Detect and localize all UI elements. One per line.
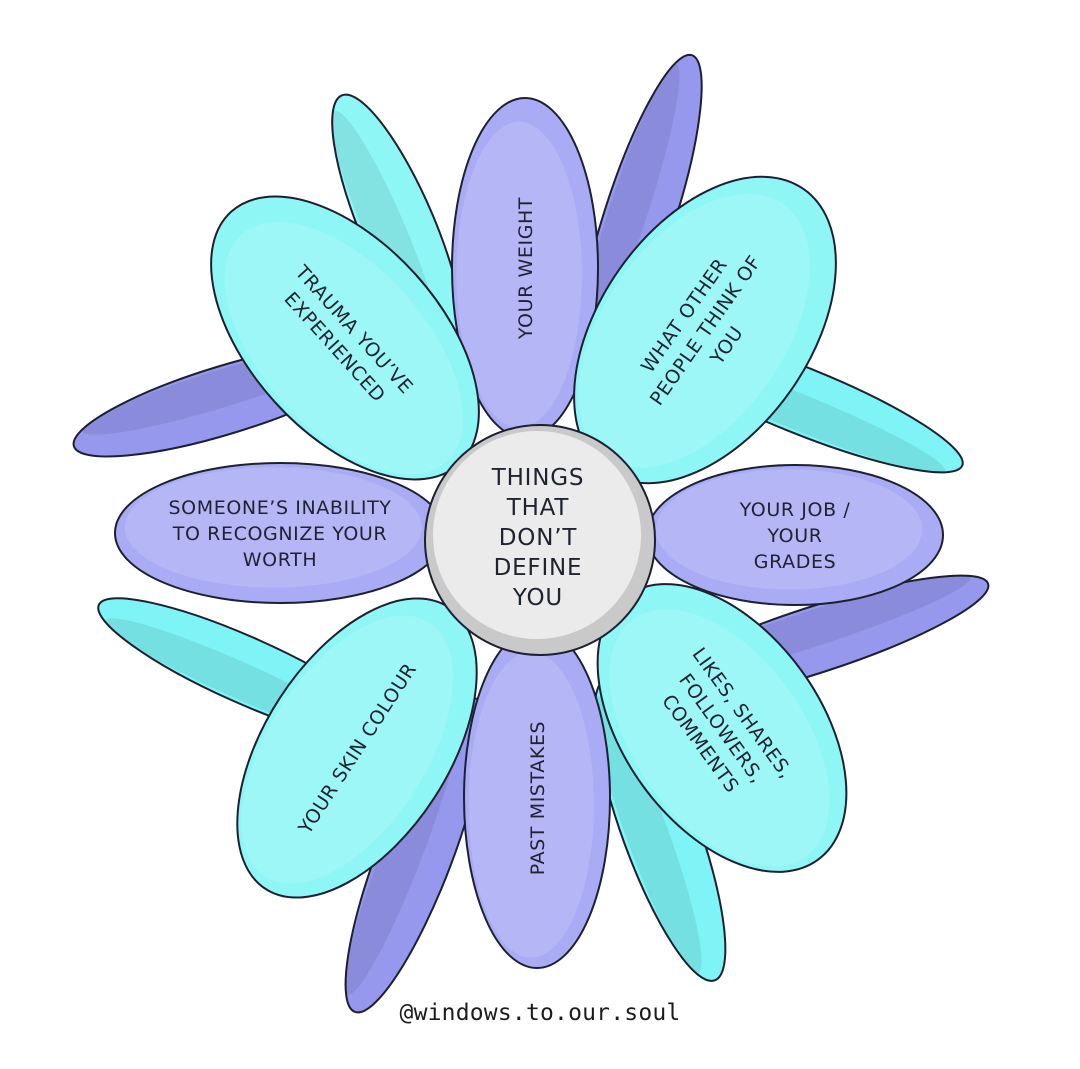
- center-title-line: DEFINE: [494, 555, 583, 581]
- petal-your-job-grades-line: GRADES: [754, 551, 836, 573]
- center-title-line: THAT: [506, 495, 570, 521]
- center-title-line: YOU: [512, 585, 563, 611]
- petal-your-job-grades: YOUR JOB / YOUR GRADES: [647, 465, 943, 605]
- petal-past-mistakes-line: PAST MISTAKES: [527, 721, 549, 875]
- petal-someones-inability: SOMEONE’S INABILITY TO RECOGNIZE YOUR WORT…: [115, 463, 445, 603]
- center-title-line: THINGS: [491, 465, 585, 491]
- petal-your-weight-line: YOUR WEIGHT: [515, 197, 537, 340]
- center-title-line: DON’T: [499, 525, 578, 551]
- petal-your-job-grades-line: YOUR JOB /: [739, 499, 851, 521]
- petal-past-mistakes: PAST MISTAKES: [464, 628, 610, 968]
- petal-someones-inability-line: TO RECOGNIZE YOUR: [172, 523, 387, 545]
- petal-someones-inability-line: SOMEONE’S INABILITY: [169, 497, 392, 519]
- petal-your-job-grades-line: YOUR: [766, 525, 822, 547]
- petal-past-mistakes-label: PAST MISTAKES: [527, 721, 549, 875]
- credit-handle: @windows.to.our.soul: [0, 1000, 1080, 1026]
- flower-center: THINGS THAT DON’T DEFINE YOU: [425, 425, 655, 655]
- petal-someones-inability-line: WORTH: [243, 549, 317, 571]
- petal-your-weight-label: YOUR WEIGHT: [515, 197, 537, 340]
